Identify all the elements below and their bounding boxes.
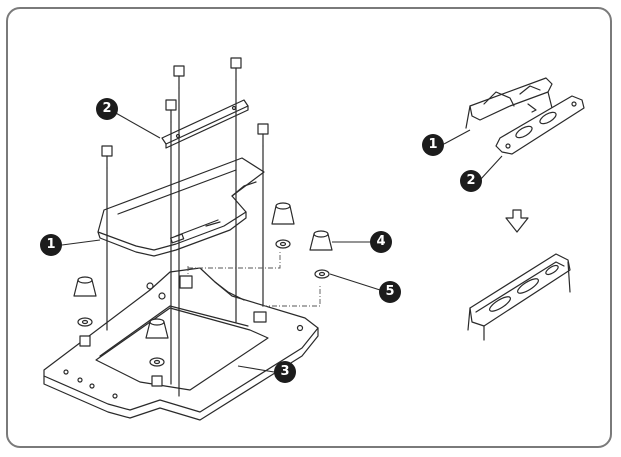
callout-main-2-label: 2 xyxy=(102,101,112,116)
assembly-lines xyxy=(106,79,321,397)
callout-inset-2-label: 2 xyxy=(466,173,476,188)
base-plate xyxy=(43,267,319,421)
callout-main-4 xyxy=(370,231,392,253)
inset-parts-separated xyxy=(443,77,585,181)
down-arrow xyxy=(505,209,529,233)
callout-main-5 xyxy=(379,281,401,303)
callout-main-1 xyxy=(40,234,62,256)
bar-plate xyxy=(161,99,249,149)
callout-main-2 xyxy=(96,98,118,120)
cover-plate xyxy=(97,157,265,257)
callout-main-1-label: 1 xyxy=(46,237,56,252)
leader-lines xyxy=(61,111,381,373)
callout-main-4-label: 4 xyxy=(376,234,386,249)
callout-main-3 xyxy=(274,361,296,383)
screws xyxy=(101,57,269,169)
callout-inset-1-label: 1 xyxy=(428,137,438,152)
callout-inset-2 xyxy=(460,170,482,192)
callout-main-3-label: 3 xyxy=(280,364,290,379)
callout-inset-1 xyxy=(422,134,444,156)
cushions xyxy=(73,202,333,387)
callout-main-5-label: 5 xyxy=(385,284,395,299)
inset-parts-assembled xyxy=(467,253,571,341)
